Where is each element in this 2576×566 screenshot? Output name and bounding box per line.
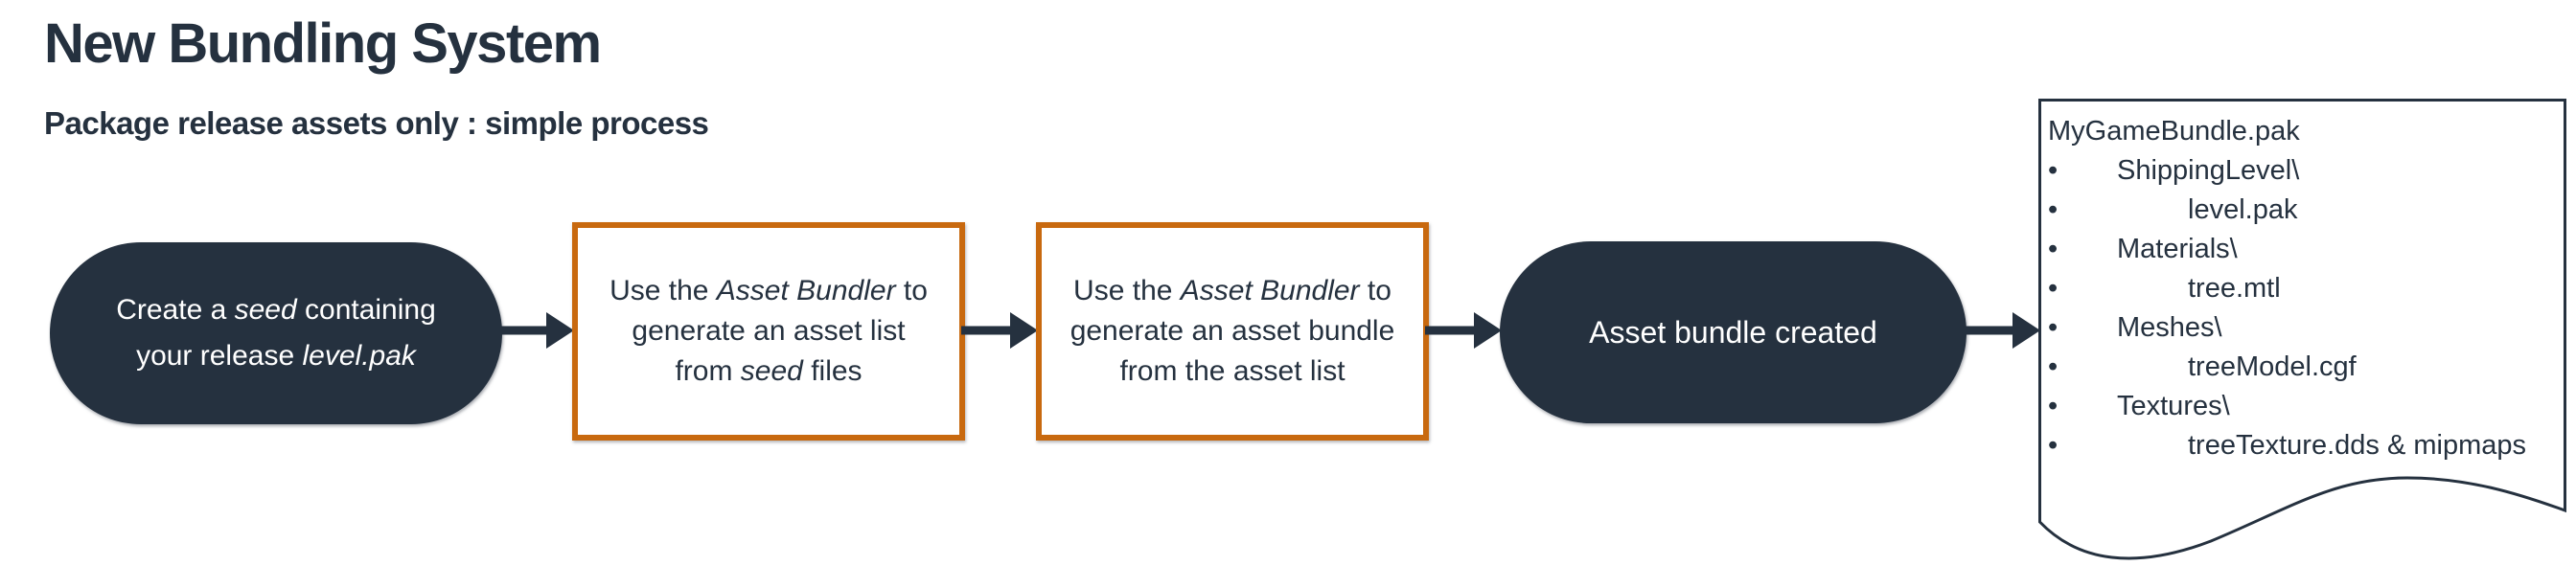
bullet-icon: • xyxy=(2048,155,2058,186)
flow-step-bundle-created: Asset bundle created xyxy=(1500,241,1966,423)
bullet-icon: • xyxy=(2048,312,2058,343)
list-item-label: Materials\ xyxy=(2117,234,2238,264)
bullet-icon: • xyxy=(2048,351,2058,382)
document-shape: MyGameBundle.pak • ShippingLevel\ • leve… xyxy=(2038,99,2566,563)
page-title: New Bundling System xyxy=(44,12,602,75)
list-item: • treeTexture.dds & mipmaps xyxy=(2048,426,2556,465)
bundle-title: MyGameBundle.pak xyxy=(2048,112,2556,151)
document-outline-icon xyxy=(2038,99,2566,560)
list-item: • level.pak xyxy=(2048,191,2556,230)
list-item: • Meshes\ xyxy=(2048,308,2556,348)
list-item: • Textures\ xyxy=(2048,387,2556,426)
list-item: • ShippingLevel\ xyxy=(2048,151,2556,191)
bullet-icon: • xyxy=(2048,273,2058,304)
bundle-title-label: MyGameBundle.pak xyxy=(2048,116,2300,147)
bullet-icon: • xyxy=(2048,430,2058,461)
flow-arrow-icon xyxy=(497,312,574,349)
page-subtitle: Package release assets only : simple pro… xyxy=(44,105,709,141)
list-item-label: tree.mtl xyxy=(2188,273,2281,304)
flow-arrow-icon xyxy=(1964,312,2040,349)
flow-arrow-icon xyxy=(1425,312,1502,349)
list-item-label: ShippingLevel\ xyxy=(2117,155,2300,186)
list-item-label: treeModel.cgf xyxy=(2188,351,2357,382)
list-item-label: level.pak xyxy=(2188,194,2298,225)
flow-arrow-icon xyxy=(961,312,1038,349)
list-item-label: treeTexture.dds & mipmaps xyxy=(2188,430,2526,461)
list-item: • tree.mtl xyxy=(2048,269,2556,308)
bullet-icon: • xyxy=(2048,234,2058,264)
bullet-icon: • xyxy=(2048,194,2058,225)
flow-step-label: Asset bundle created xyxy=(1589,314,1877,350)
list-item-label: Meshes\ xyxy=(2117,312,2222,343)
bundle-contents-list: MyGameBundle.pak • ShippingLevel\ • leve… xyxy=(2048,112,2556,465)
bullet-icon: • xyxy=(2048,391,2058,421)
list-item: • Materials\ xyxy=(2048,230,2556,269)
list-item-label: Textures\ xyxy=(2117,391,2230,421)
list-item: • treeModel.cgf xyxy=(2048,348,2556,387)
